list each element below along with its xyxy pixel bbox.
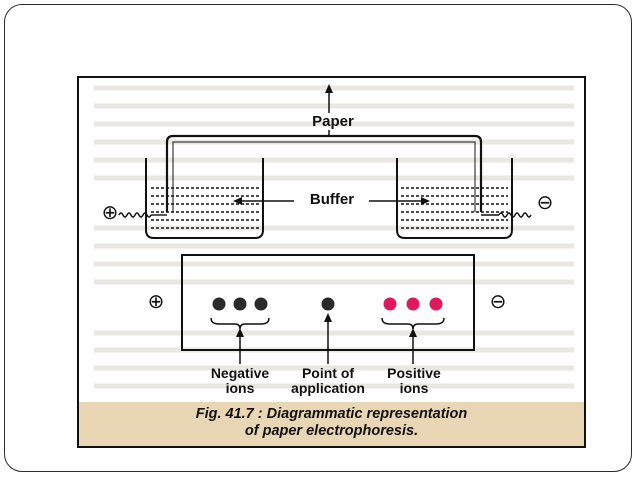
caption-band: Fig. 41.7 : Diagrammatic representation … <box>79 402 584 446</box>
negative-ion-dots <box>212 297 268 311</box>
buffer-label: Buffer <box>309 191 355 208</box>
point-of-application-label: Point of application <box>291 365 365 396</box>
left-positive-electrode-symbol: ⊕ <box>101 202 119 224</box>
positive-ions-label: Positive ions <box>387 365 441 396</box>
background-texture <box>94 85 574 389</box>
right-electrode <box>481 212 532 218</box>
application-point-dot <box>321 297 335 311</box>
electrophoresis-diagram <box>118 84 532 364</box>
paper-label: Paper <box>312 113 354 130</box>
slide-frame: Paper Buffer ⊕ ⊖ ⊕ ⊖ Negative ions Point… <box>4 4 632 472</box>
left-buffer-tank <box>145 158 264 239</box>
positive-ion-dots <box>383 297 443 311</box>
right-buffer-tank <box>396 158 513 239</box>
negative-ions-label: Negative ions <box>210 365 270 396</box>
paper-strip <box>165 134 483 212</box>
cathode-symbol: ⊖ <box>489 291 507 313</box>
right-negative-electrode-symbol: ⊖ <box>536 192 554 214</box>
electrophoresis-figure: Paper Buffer ⊕ ⊖ ⊕ ⊖ Negative ions Point… <box>77 76 586 448</box>
anode-symbol: ⊕ <box>147 291 165 313</box>
left-electrode <box>118 212 167 218</box>
figure-caption: Fig. 41.7 : Diagrammatic representation … <box>195 406 468 439</box>
